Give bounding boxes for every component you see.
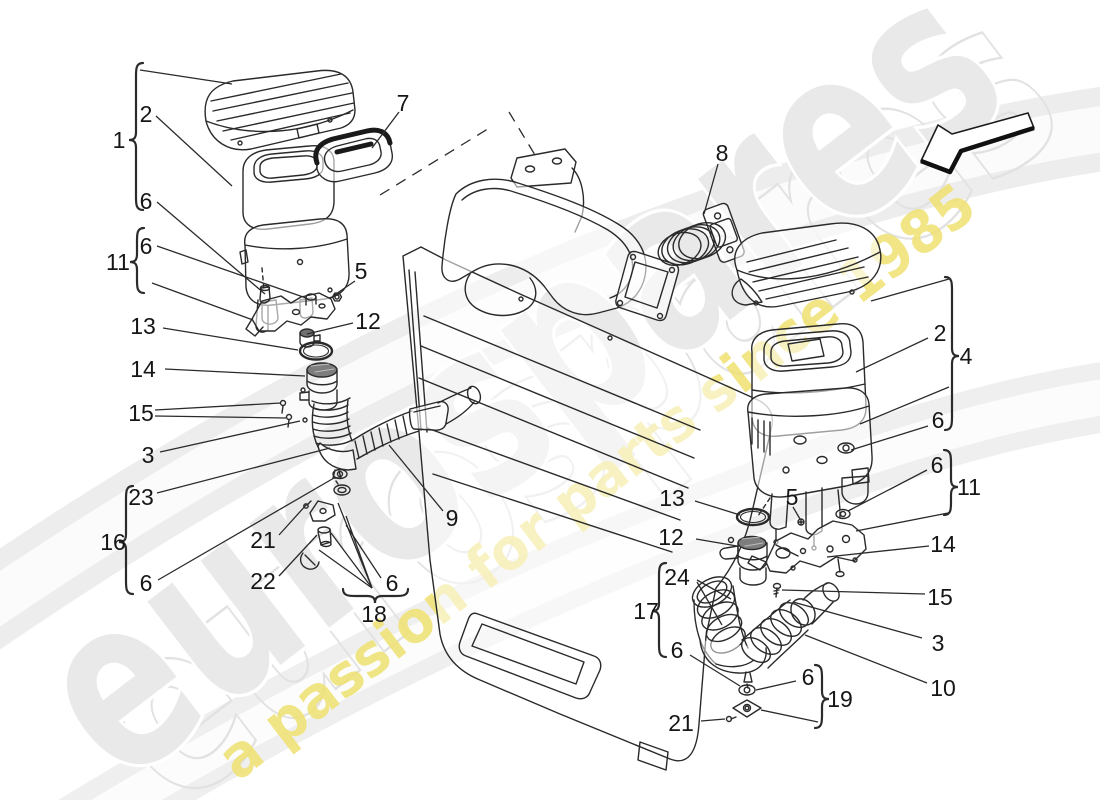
leader-line [781, 589, 926, 595]
direction-arrow-icon [920, 112, 1035, 175]
callout-label-2: 2 [140, 101, 153, 127]
leader-line [850, 425, 929, 451]
callout-label-15: 15 [927, 584, 953, 610]
callout-label-12: 12 [355, 308, 381, 334]
leader-line [159, 420, 301, 453]
callout-label-19: 19 [827, 686, 853, 712]
leader-line [345, 515, 373, 589]
leader-line [755, 680, 797, 691]
group-brace [942, 448, 959, 517]
leader-line [332, 280, 356, 297]
leader-line [306, 322, 354, 335]
callout-label-22: 22 [250, 568, 276, 594]
callout-label-6: 6 [386, 570, 399, 596]
callout-label-11: 11 [957, 474, 981, 500]
callout-label-23: 23 [128, 484, 154, 510]
leader-line [859, 386, 950, 425]
group-brace [813, 663, 830, 730]
group-brace [341, 587, 410, 604]
callout-label-6: 6 [140, 188, 153, 214]
leader-line [156, 245, 307, 299]
callout-label-3: 3 [142, 442, 155, 468]
underbody-panel-drawing [402, 148, 774, 771]
callout-label-3: 3 [932, 630, 945, 656]
leader-line [696, 579, 732, 600]
leader-line [278, 503, 308, 536]
leader-line [792, 506, 801, 520]
group-brace [651, 561, 668, 659]
leader-line [855, 337, 929, 373]
leader-line [760, 709, 819, 723]
leader-line [156, 447, 331, 494]
callout-label-14: 14 [130, 356, 156, 382]
callout-label-5: 5 [786, 484, 799, 510]
leader-line [157, 477, 335, 581]
leader-line [278, 534, 318, 577]
callout-label-14: 14 [930, 531, 956, 557]
leader-line [151, 282, 254, 321]
callout-label-6: 6 [931, 452, 944, 478]
callout-label-15: 15 [128, 400, 154, 426]
group-brace [118, 484, 135, 596]
callout-label-24: 24 [664, 564, 690, 590]
leader-line [139, 69, 233, 85]
alignment-dashed-line [379, 126, 492, 196]
callout-label-6: 6 [671, 637, 684, 663]
group-brace [943, 275, 960, 432]
callout-label-7: 7 [397, 90, 410, 116]
callout-label-8: 8 [716, 140, 729, 166]
leader-line [318, 549, 373, 589]
callout-label-16: 16 [100, 529, 126, 555]
callout-label-17: 17 [633, 598, 659, 624]
callout-label-6: 6 [802, 664, 815, 690]
callout-label-4: 4 [960, 343, 973, 369]
callout-label-11: 11 [106, 249, 130, 275]
leader-line [156, 201, 266, 295]
callout-label-21: 21 [250, 527, 276, 553]
leader-line [388, 444, 444, 512]
callout-label-13: 13 [130, 313, 156, 339]
callout-label-6: 6 [932, 407, 945, 433]
air-cleaner-assembly-right [657, 202, 882, 723]
leader-line [870, 278, 950, 302]
leader-line [703, 163, 719, 215]
leader-line [164, 368, 306, 377]
callout-label-5: 5 [355, 258, 368, 284]
leader-line [804, 634, 928, 684]
leader-line [855, 512, 949, 532]
leader-line [694, 500, 741, 516]
callout-label-9: 9 [446, 505, 459, 531]
callout-label-1: 1 [113, 127, 126, 153]
leader-line [330, 532, 373, 589]
leader-line [700, 718, 726, 722]
group-brace [129, 226, 146, 295]
callout-label-2: 2 [934, 320, 947, 346]
leader-line [154, 415, 287, 419]
callout-label-18: 18 [361, 601, 387, 627]
air-cleaner-assembly-left [204, 69, 482, 570]
alignment-dashed-line [508, 111, 536, 156]
leader-line [162, 327, 299, 351]
callout-label-6: 6 [140, 233, 153, 259]
leader-line [155, 115, 233, 187]
callout-label-6: 6 [140, 570, 153, 596]
leader-line [154, 402, 282, 411]
leader-line [695, 538, 738, 547]
leader-line [371, 111, 400, 149]
callout-label-21: 21 [668, 710, 694, 736]
leader-line [689, 654, 741, 687]
group-brace [128, 61, 145, 212]
diagram-line-art [204, 69, 882, 771]
leader-line [847, 469, 928, 512]
callout-label-10: 10 [930, 675, 956, 701]
leader-line [696, 581, 723, 626]
callout-label-13: 13 [659, 485, 685, 511]
leader-line [826, 545, 930, 558]
callout-label-12: 12 [658, 524, 684, 550]
leader-line [792, 601, 923, 639]
